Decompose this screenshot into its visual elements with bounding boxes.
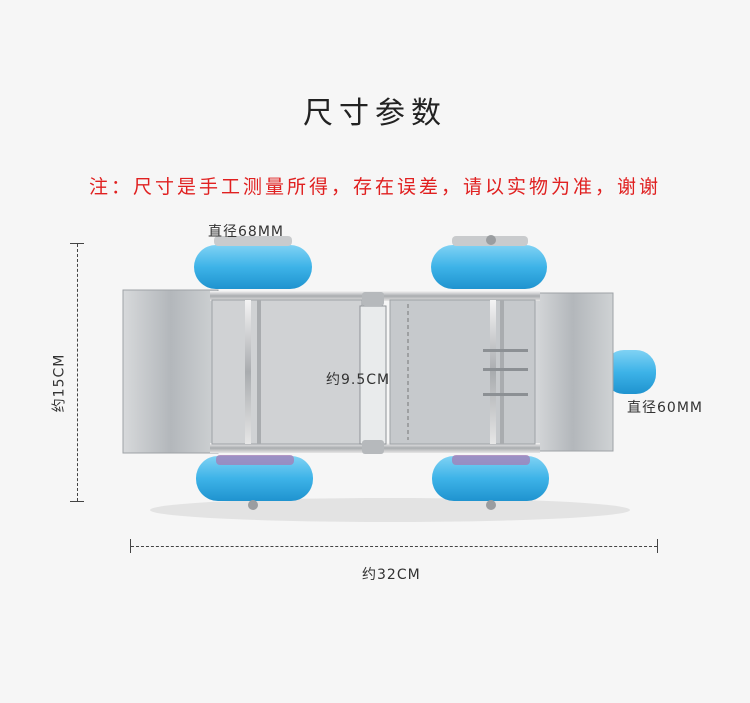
wheel-diameter-60-label: 直径60MM <box>627 400 703 416</box>
length-label: 约32CM <box>362 567 421 583</box>
measurement-note: 注：尺寸是手工测量所得，存在误差，请以实物为准，谢谢 <box>88 176 661 198</box>
wheel-bottom-left <box>196 455 313 510</box>
length-tick-right <box>657 539 658 553</box>
wheel-top-right <box>431 235 547 289</box>
wheel-diameter-68-label: 直径68MM <box>208 224 284 240</box>
width-label: 约15CM <box>51 353 68 413</box>
length-tick-left <box>130 539 131 553</box>
wheel-bottom-right <box>432 455 549 510</box>
width-tick-top <box>70 243 84 244</box>
width-tick-bottom <box>70 501 84 502</box>
inner-frame-left <box>211 299 363 445</box>
left-plate <box>122 289 219 454</box>
inner-frame-right <box>389 299 536 445</box>
wheel-top-left <box>194 236 312 289</box>
right-plate <box>532 292 614 452</box>
width-dimension-line <box>77 244 78 501</box>
page-title: 尺寸参数 <box>303 96 447 131</box>
length-dimension-line <box>131 546 657 547</box>
floor-shadow <box>150 498 630 522</box>
axle-length-label: 约9.5CM <box>326 372 391 388</box>
wheel-side-small <box>604 350 656 394</box>
